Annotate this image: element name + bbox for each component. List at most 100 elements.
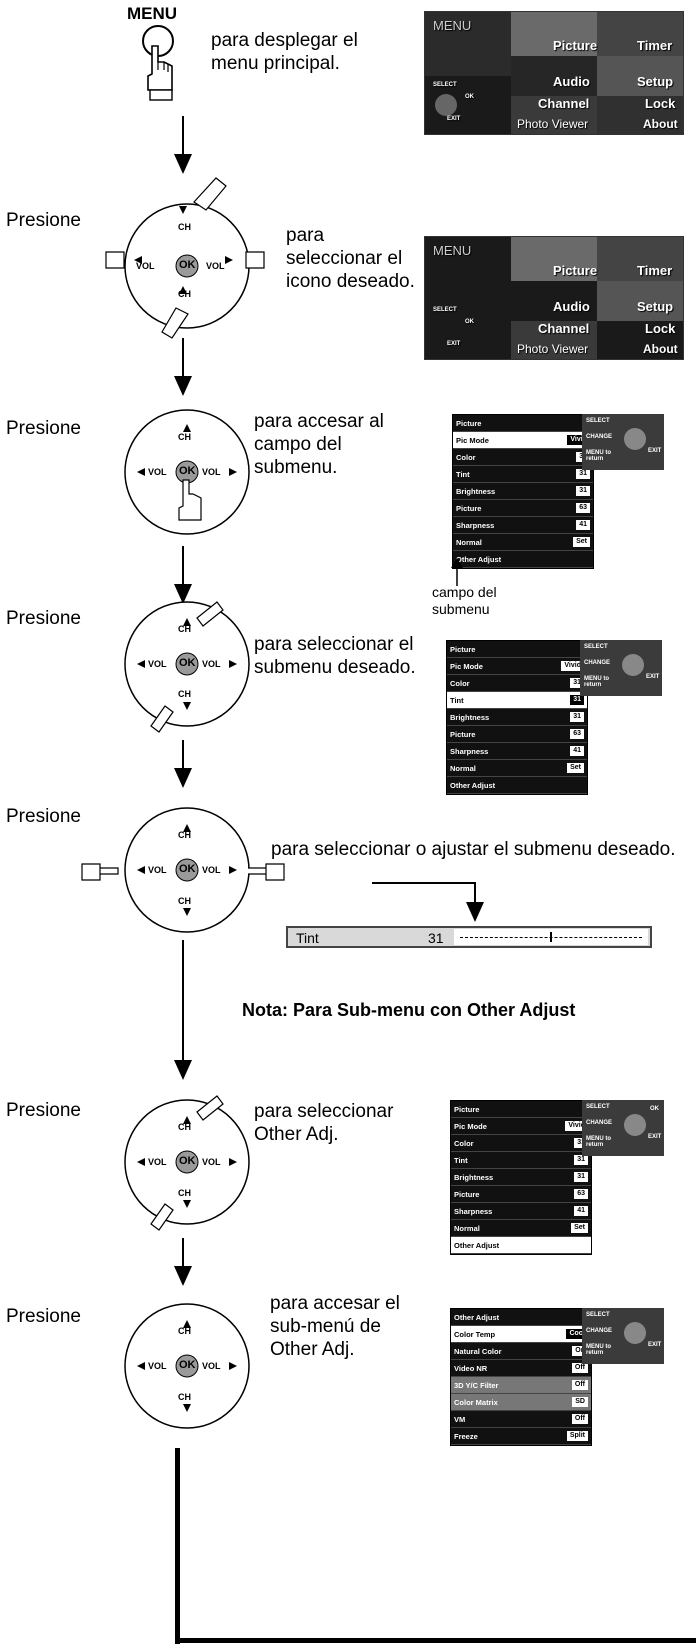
ok-button-3[interactable]: OK <box>179 465 196 477</box>
submenu-row[interactable]: Other Adjust <box>453 551 593 568</box>
tile-timer-2[interactable]: Timer <box>637 263 673 278</box>
tile-channel-2[interactable]: Channel <box>538 321 590 336</box>
tile-about-2[interactable]: About <box>643 342 678 356</box>
remote-pad-6[interactable] <box>117 1092 257 1232</box>
ok-button-4[interactable]: OK <box>179 657 196 669</box>
tile-photo-viewer[interactable]: Photo Viewer <box>517 117 589 131</box>
menu-label: MENU <box>127 4 178 23</box>
step3-text: para accesar al campo del submenu. <box>254 411 384 478</box>
step2-text: para seleccionar el icono deseado. <box>286 225 415 292</box>
submenu-row[interactable]: Picture <box>453 415 593 432</box>
ok-button-5[interactable]: OK <box>179 863 196 875</box>
menu-title: MENU <box>433 18 472 33</box>
tile-picture-2[interactable]: Picture <box>553 263 598 278</box>
tile-picture[interactable]: Picture <box>553 38 598 53</box>
presione-label-6: Presione <box>6 1100 81 1121</box>
vol-right-label-6: VOL <box>202 1157 221 1167</box>
up-arrow-icon <box>451 558 463 586</box>
ch-down-label-4: CH <box>178 689 191 699</box>
tile-setup[interactable]: Setup <box>637 74 674 89</box>
tile-photo-viewer-2[interactable]: Photo Viewer <box>517 342 589 356</box>
exit-hint-2: EXIT <box>447 341 461 347</box>
flow-arrow-head-2 <box>174 376 192 396</box>
tint-value: 31 <box>428 930 444 946</box>
ok-button[interactable]: OK <box>179 259 196 271</box>
remote-pad-2[interactable] <box>117 196 257 336</box>
exit-hint: EXIT <box>447 116 461 122</box>
tile-lock-2[interactable]: Lock <box>645 321 676 336</box>
submenu-row[interactable]: Other Adjust <box>447 777 587 794</box>
remote-pad-7[interactable] <box>117 1296 257 1436</box>
vol-right-label-5: VOL <box>202 865 221 875</box>
vol-left-label-4: VOL <box>148 659 167 669</box>
menu-button-press-icon[interactable] <box>134 24 184 104</box>
ch-up-label-6: CH <box>178 1122 191 1132</box>
hand-left-icon <box>81 863 119 881</box>
tile-timer[interactable]: Timer <box>637 38 673 53</box>
flow-arrow-head-6 <box>174 1266 192 1286</box>
submenu-row-selected[interactable]: Other Adjust <box>451 1237 591 1254</box>
submenu-row[interactable]: Other Adjust <box>451 1309 591 1326</box>
remote-pad-3[interactable] <box>117 402 257 542</box>
tint-slider-bar[interactable]: Tint 31 <box>286 926 652 948</box>
tile-channel[interactable]: Channel <box>538 96 590 111</box>
remote-pad-5[interactable] <box>117 800 257 940</box>
remote-pad-4[interactable] <box>117 594 257 734</box>
main-menu-screenshot-1: MENU Picture Timer Audio Setup Channel L… <box>424 11 684 135</box>
main-menu-screenshot-2: MENU Picture Timer Audio Setup Channel L… <box>424 236 684 360</box>
vol-left-label: VOL <box>136 261 155 271</box>
submenu-row[interactable]: Picture <box>451 1101 591 1118</box>
tile-setup-2[interactable]: Setup <box>637 299 674 314</box>
remote-mini-icon <box>435 94 457 116</box>
flow-arrow-line-2 <box>182 338 184 378</box>
menu-title-2: MENU <box>433 243 472 258</box>
tile-audio-2[interactable]: Audio <box>553 299 590 314</box>
ok-hint: OK <box>465 94 474 100</box>
select-hint-2: SELECT <box>433 307 457 313</box>
flow-arrow-line-4 <box>182 740 184 770</box>
ch-up-label-4: CH <box>178 624 191 634</box>
tile-about[interactable]: About <box>643 117 678 131</box>
ok-button-7[interactable]: OK <box>179 1359 196 1371</box>
tint-label: Tint <box>296 930 319 946</box>
ch-down-label-5: CH <box>178 896 191 906</box>
key-hint-panel-1: SELECT CHANGE MENU to return EXIT <box>582 414 664 470</box>
flow-arrow-head-1 <box>174 154 192 174</box>
tile-lock[interactable]: Lock <box>645 96 676 111</box>
tile-audio[interactable]: Audio <box>553 74 590 89</box>
ok-button-6[interactable]: OK <box>179 1155 196 1167</box>
vol-right-label-4: VOL <box>202 659 221 669</box>
presione-label-7: Presione <box>6 1306 81 1327</box>
submenu-row[interactable]: Picture <box>447 641 587 658</box>
